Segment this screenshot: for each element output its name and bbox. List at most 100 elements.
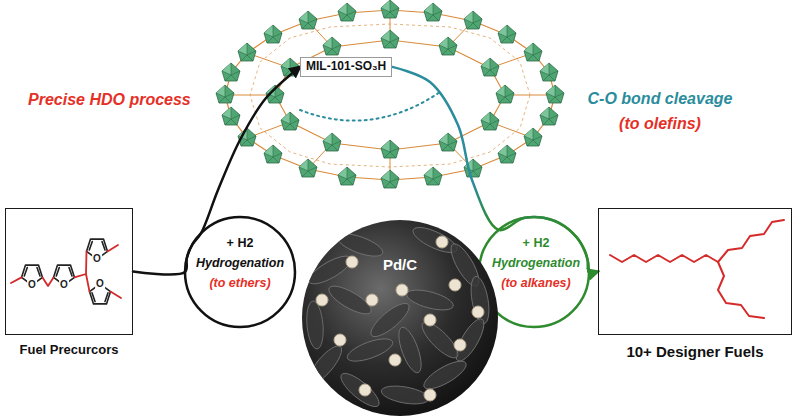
reagent-label: + H2: [523, 236, 550, 250]
mof-framework: [299, 159, 317, 177]
dotted-arc: [300, 92, 440, 121]
atom-label: O: [95, 279, 105, 289]
catalyst-sphere-art: [335, 229, 386, 260]
catalyst-sphere-art: [336, 368, 383, 411]
catalyst-sphere-art: [346, 256, 358, 268]
precursor-molecule: [75, 251, 90, 291]
precursor-molecule: [11, 245, 121, 298]
precursor-molecule: [11, 239, 121, 304]
catalyst-sphere-art: [454, 339, 466, 351]
mof-framework: [424, 167, 442, 185]
atom-label: O: [92, 254, 102, 264]
precursor-molecule: [89, 242, 105, 251]
catalyst-sphere-art: [396, 284, 408, 296]
mof-framework: [481, 58, 499, 76]
process-note: (to olefins): [619, 115, 701, 133]
process-title: C-O bond cleavage: [588, 90, 733, 108]
catalyst-sphere-art: [316, 294, 328, 306]
catalyst-sphere-art: [417, 317, 462, 362]
reagent-label: + H2: [227, 236, 254, 250]
mof-framework: [238, 43, 256, 61]
catalyst-sphere-art: [394, 325, 425, 376]
precursor-molecule: [92, 293, 108, 302]
mof-framework: [381, 30, 399, 48]
alkane-product: [718, 220, 784, 262]
catalyst-sphere-art: [436, 236, 448, 248]
mof-framework: [498, 25, 516, 43]
mof-framework: [424, 3, 442, 21]
catalyst-name: MIL-101-SO₃H: [306, 60, 386, 74]
mof-framework: [481, 112, 499, 130]
mof-framework: [496, 85, 514, 103]
catalyst-sphere-art: [302, 220, 498, 416]
product-box: 10+ Designer Fuels: [598, 208, 792, 335]
catalyst-sphere-art: [305, 300, 325, 349]
precursor-molecule: [56, 268, 72, 277]
catalyst-sphere-art: [389, 354, 401, 366]
catalyst-sphere: Pd/C: [302, 220, 498, 416]
catalyst-sphere-art: [302, 220, 498, 416]
mof-framework: [281, 112, 299, 130]
mof-framework: [225, 10, 555, 180]
catalyst-tag: MIL-101-SO₃H: [300, 57, 392, 77]
catalyst-sphere-art: [424, 389, 436, 401]
precursor-molecule: [111, 292, 122, 298]
catalyst-sphere-art: [303, 223, 492, 412]
precursor-molecule: [11, 277, 22, 283]
box-heading: Fuel Precurcors: [20, 343, 119, 358]
mof-framework: [498, 145, 516, 163]
step-note: (to alkanes): [501, 276, 570, 290]
mof-framework: [439, 133, 457, 151]
mof-framework: [524, 128, 542, 146]
precursor-box: Fuel Precurcors: [5, 208, 133, 335]
mof-framework: [338, 167, 356, 185]
precursor-molecule: [22, 239, 111, 304]
catalyst-sphere-art: [424, 314, 436, 326]
catalyst-sphere-art: [345, 334, 396, 365]
catalyst-sphere-art: [405, 286, 456, 314]
mof-framework: [381, 140, 399, 158]
mof-framework: [540, 107, 558, 125]
precursor-molecule: [43, 277, 54, 286]
mof-framework: [464, 11, 482, 29]
catalyst-sphere-art: [305, 251, 355, 289]
atom-label: O: [59, 280, 69, 290]
catalyst-name: Pd/C: [383, 256, 417, 273]
mof-framework: [439, 37, 457, 55]
process-arrow: [392, 67, 598, 273]
atom-label: O: [27, 280, 37, 290]
catalyst-sphere-art: [449, 279, 461, 291]
mof-framework: [323, 133, 341, 151]
catalyst-sphere-art: [366, 294, 378, 306]
precursor-molecule: [24, 268, 40, 277]
step-label: Hydrogenation: [492, 256, 580, 270]
mof-framework: [222, 63, 240, 81]
mof-framework: [323, 37, 341, 55]
mof-framework: [338, 3, 356, 21]
mof-framework: [524, 43, 542, 61]
alkane-product: [610, 220, 784, 318]
mof-framework: [381, 0, 399, 18]
mof-framework: [281, 58, 299, 76]
mof-framework: [250, 24, 530, 167]
mof-framework: [546, 85, 564, 103]
mof-framework: [275, 40, 505, 150]
catalyst-sphere-art: [334, 334, 346, 346]
catalyst-sphere-art: [472, 306, 484, 318]
catalyst-sphere-art: [468, 275, 492, 325]
mof-framework: [264, 145, 282, 163]
alkane-product: [718, 262, 764, 318]
alkane-product: [610, 255, 718, 262]
mof-framework: [540, 63, 558, 81]
mof-framework: [225, 10, 555, 180]
step-label: Hydrogenation: [196, 256, 284, 270]
mof-framework: [216, 85, 234, 103]
mof-framework: [381, 170, 399, 188]
catalyst-sphere-art: [420, 356, 470, 394]
catalyst-sphere-art: [359, 384, 371, 396]
mof-framework: [299, 11, 317, 29]
step-note: (to ethers): [209, 276, 270, 290]
precursor-molecule: [108, 245, 119, 251]
process-title: Precise HDO process: [28, 91, 191, 109]
